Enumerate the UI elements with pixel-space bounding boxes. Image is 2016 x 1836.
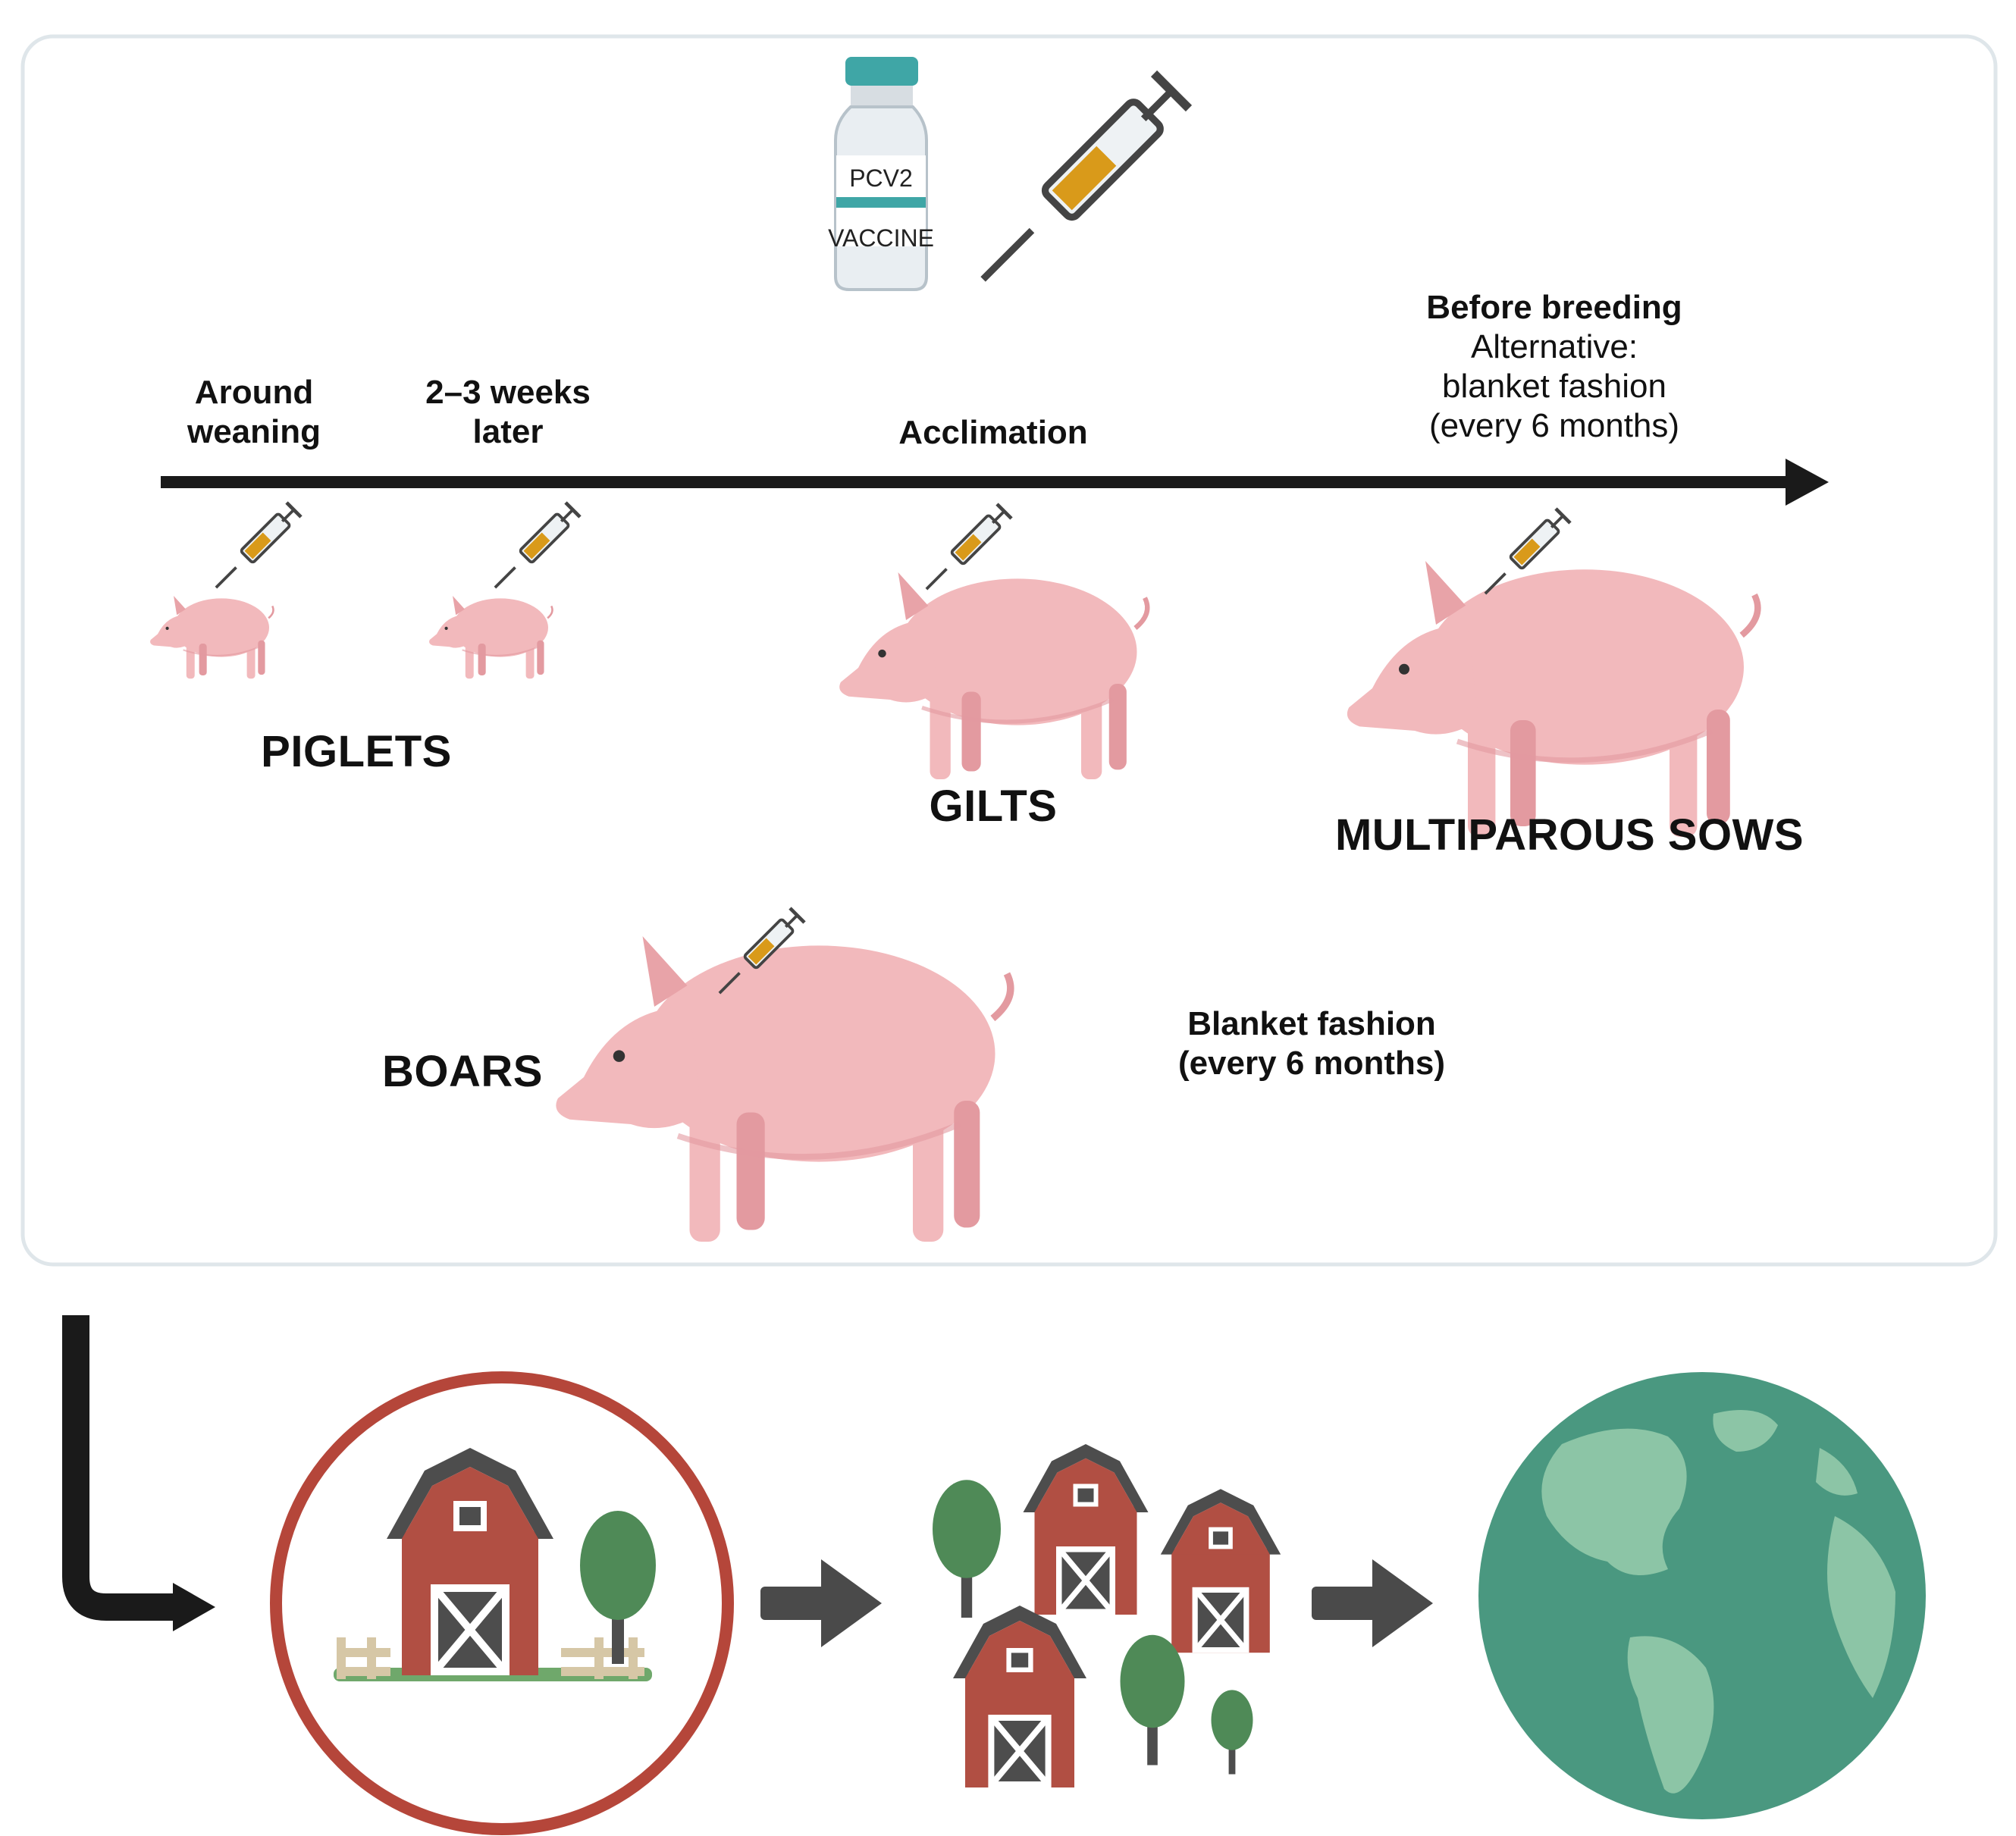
- spread-arrow-2: [1312, 1559, 1433, 1647]
- group-label-piglets: PIGLETS: [261, 727, 452, 776]
- vial-label-vaccine: VACCINE: [828, 224, 934, 252]
- boars-schedule-line1: Blanket fashion: [1187, 1005, 1436, 1042]
- spread-arrow-1: [760, 1559, 882, 1647]
- timeline-label-around-weaning: Around weaning: [187, 374, 321, 450]
- before-breeding-text: Before breeding: [1426, 289, 1682, 326]
- alternative-interval-text: (every 6 months): [1428, 406, 1680, 444]
- boars-schedule-label: Blanket fashion (every 6 months): [1145, 1004, 1478, 1083]
- multiple-farms-icon: [933, 1444, 1281, 1787]
- vaccine-vial-icon: PCV2 VACCINE: [828, 57, 934, 291]
- timeline-label-before-breeding: Before breeding Alternative: blanket fas…: [1350, 288, 1759, 446]
- timeline-arrow: [161, 459, 1829, 506]
- group-label-boars: BOARS: [382, 1047, 543, 1096]
- vial-label-pcv2: PCV2: [849, 164, 913, 192]
- timeline-label-acclimation: Acclimation: [898, 414, 1088, 451]
- group-label-gilts: GILTS: [929, 782, 1058, 831]
- single-farm-icon: [270, 1371, 734, 1835]
- boars-schedule-line2: (every 6 months): [1177, 1044, 1446, 1082]
- alternative-text: Alternative:: [1470, 327, 1638, 365]
- flow-connector-arrow: [62, 1315, 215, 1631]
- globe-icon: [1478, 1372, 1926, 1819]
- timeline-label-2-3-weeks-later: 2–3 weeks later: [425, 374, 591, 450]
- group-label-multiparous-sows: MULTIPAROUS SOWS: [1334, 810, 1804, 860]
- alternative-blanket-text: blanket fashion: [1442, 367, 1666, 405]
